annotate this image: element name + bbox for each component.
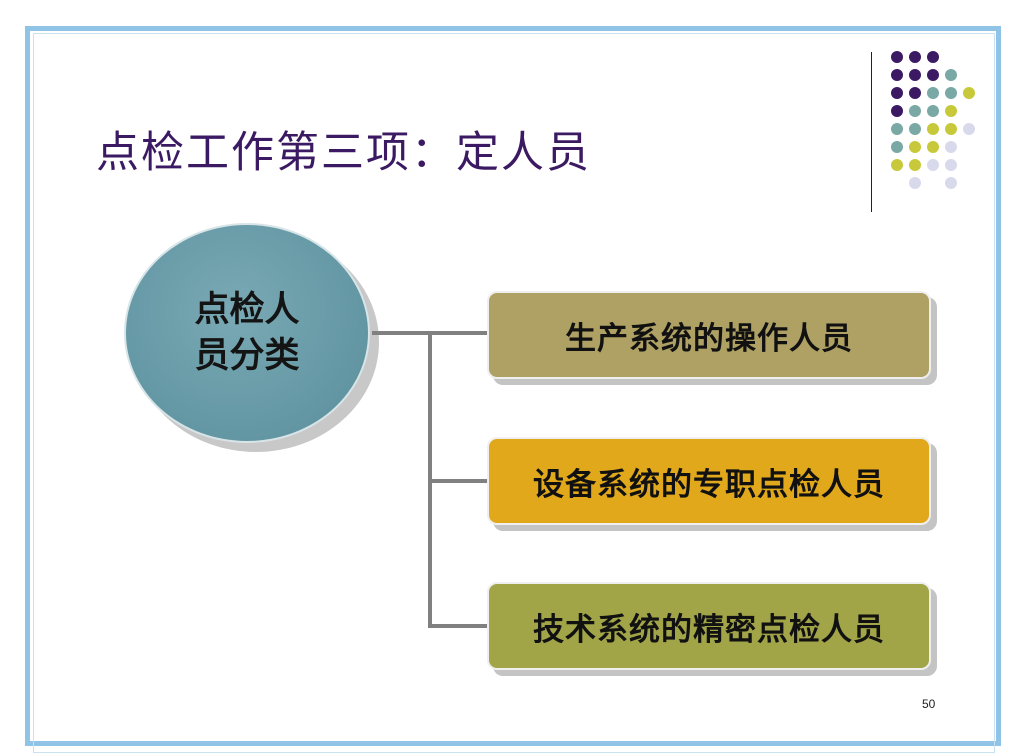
decorative-dot [891, 69, 903, 81]
connector-branch-1 [428, 331, 490, 335]
decorative-dot [891, 105, 903, 117]
decorative-dot [945, 123, 957, 135]
decorative-dot [927, 159, 939, 171]
branch-box-3-label: 技术系统的精密点检人员 [533, 611, 885, 648]
decorative-dot [963, 87, 975, 99]
center-node-label: 点检人员分类 [194, 290, 300, 376]
decorative-dot [927, 123, 939, 135]
center-node: 点检人员分类 [124, 223, 370, 443]
decorative-divider [871, 52, 872, 212]
decorative-dot [909, 87, 921, 99]
branch-box-2-label: 设备系统的专职点检人员 [533, 466, 885, 503]
connector-branch-3 [428, 624, 490, 628]
decorative-dot [909, 123, 921, 135]
decorative-dot [945, 87, 957, 99]
decorative-dot [909, 69, 921, 81]
decorative-dot [963, 123, 975, 135]
decorative-dot [945, 177, 957, 189]
decorative-dot [945, 105, 957, 117]
branch-box-3: 技术系统的精密点检人员 [487, 582, 931, 670]
decorative-dot [927, 141, 939, 153]
branch-box-1-label: 生产系统的操作人员 [565, 320, 853, 357]
decorative-dot [891, 123, 903, 135]
decorative-dot [891, 159, 903, 171]
decorative-dot [909, 105, 921, 117]
decorative-dot [909, 141, 921, 153]
slide-title: 点检工作第三项：定人员 [96, 128, 591, 178]
decorative-dot [945, 159, 957, 171]
decorative-dot [909, 51, 921, 63]
branch-box-2: 设备系统的专职点检人员 [487, 437, 931, 525]
decorative-dot [909, 159, 921, 171]
connector-branch-2 [428, 479, 490, 483]
decorative-dot [945, 69, 957, 81]
decorative-dot [927, 51, 939, 63]
branch-box-1: 生产系统的操作人员 [487, 291, 931, 379]
decorative-dot [927, 105, 939, 117]
decorative-dot [891, 141, 903, 153]
decorative-dot [945, 141, 957, 153]
page-number: 50 [922, 697, 936, 711]
decorative-dot [927, 87, 939, 99]
decorative-dot [891, 87, 903, 99]
decorative-dot [909, 177, 921, 189]
decorative-dot [927, 69, 939, 81]
connector-trunk-horizontal [372, 331, 430, 335]
decorative-dot [891, 51, 903, 63]
